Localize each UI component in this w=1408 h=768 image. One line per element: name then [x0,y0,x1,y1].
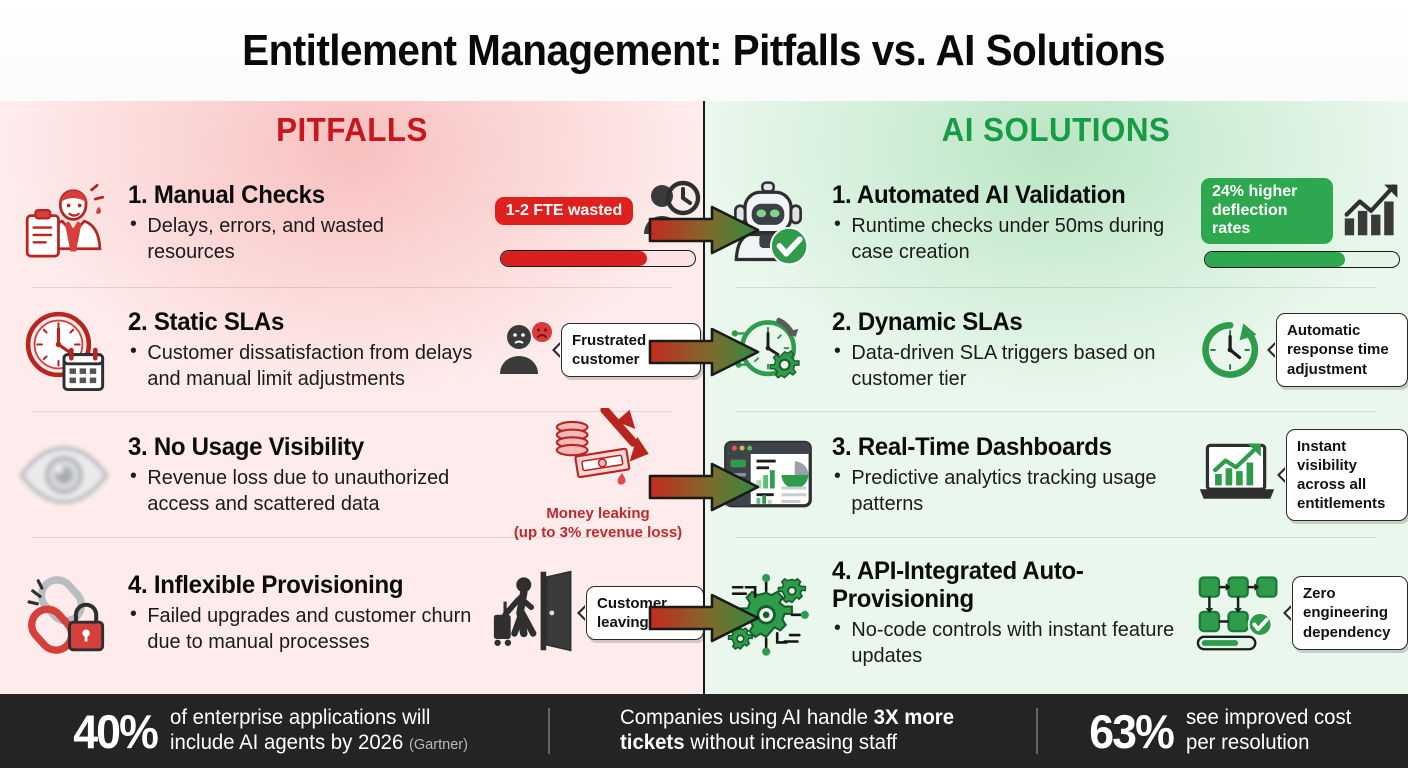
title-bar: Entitlement Management: Pitfalls vs. AI … [0,0,1408,101]
ai-robot-check-icon [704,158,832,288]
center-divider [703,101,705,694]
smart-clock-gear-icon [704,288,832,412]
solution-bullet-4: No-code controls with instant feature up… [832,616,1179,669]
solution-viz-3: Instant visibility across all entitlemen… [1196,412,1408,538]
solutions-heading: AI SOLUTIONS [941,111,1171,148]
pitfall-viz-2: Frustrated customer [492,288,704,412]
row-separator [736,287,1376,288]
pitfall-viz-4: Customer leaving [492,538,704,688]
broken-chain-lock-icon [0,538,128,688]
clock-refresh-icon [1196,313,1268,388]
workflow-nodes-check-icon [1196,571,1284,656]
solution-text-2: 2. Dynamic SLAsData-driven SLA triggers … [832,308,1196,392]
money-leaking-down-arrow-icon [545,405,651,501]
pitfall-progress-bar-1 [500,249,696,267]
row-separator [32,287,672,288]
pitfall-row-1: 1. Manual ChecksDelays, errors, and wast… [0,158,704,288]
solution-viz-4: Zero engineering dependency [1196,538,1408,688]
solution-text-3: 3. Real-Time DashboardsPredictive analyt… [832,433,1196,517]
pitfall-heading-4: 4. Inflexible Provisioning [128,570,404,599]
footer-stat-3-number: 63% [1089,704,1175,758]
solution-text-4: 4. API-Integrated Auto-ProvisioningNo-co… [832,557,1196,669]
solution-row-4: 4. API-Integrated Auto-ProvisioningNo-co… [704,538,1408,688]
row-separator [32,411,672,412]
solution-badge-1: 24% higher deflection rates [1201,177,1333,245]
solution-heading-3: 3. Real-Time Dashboards [832,432,1112,461]
solution-heading-2: 2. Dynamic SLAs [832,307,1023,336]
pitfall-row-4: 4. Inflexible ProvisioningFailed upgrade… [0,538,704,688]
solution-row-3: 3. Real-Time DashboardsPredictive analyt… [704,412,1408,538]
row-separator [736,411,1376,412]
solution-progress-bar-1 [1204,251,1400,269]
solution-row-1: 1. Automated AI ValidationRuntime checks… [704,158,1408,288]
row-separator [736,537,1376,538]
caption-line-2: (up to 3% revenue loss) [513,523,683,541]
pitfall-text-1: 1. Manual ChecksDelays, errors, and wast… [128,181,492,265]
pitfalls-column: PITFALLS 1. Manual ChecksDelays, errors,… [0,101,704,694]
pitfall-row-3: 3. No Usage VisibilityRevenue loss due t… [0,405,704,541]
connector-arrow-2 [648,327,760,377]
solution-heading-1: 1. Automated AI Validation [832,180,1126,209]
caption-line-1: Money leaking [546,505,650,523]
pitfall-text-3: 3. No Usage VisibilityRevenue loss due t… [128,433,492,517]
row-separator [32,537,672,538]
stressed-worker-clipboard-icon [0,158,128,288]
pitfall-badge-1: 1-2 FTE wasted [494,196,634,226]
growth-bar-chart-icon [1341,180,1403,243]
connector-arrow-3 [648,462,760,512]
pitfall-row-2: 2. Static SLAsCustomer dissatisfaction f… [0,288,704,412]
pitfall-heading-3: 3. No Usage Visibility [128,432,364,461]
pitfall-heading-1: 1. Manual Checks [128,180,325,209]
pitfall-text-2: 2. Static SLAsCustomer dissatisfaction f… [128,308,492,392]
connector-arrow-1 [648,205,760,255]
eye-blurred-icon [0,412,128,538]
laptop-growth-chart-icon [1196,439,1278,512]
solution-callout-4: Zero engineering dependency [1283,576,1408,650]
solution-viz-1: 24% higher deflection rates [1196,158,1408,288]
clock-calendar-icon [0,288,128,412]
pitfall-callout-2: Frustrated customer [552,322,701,378]
connector-arrow-4 [648,593,760,643]
footer-stat-1-number: 40% [73,704,159,758]
pitfall-callout-4: Customer leaving [577,585,704,641]
solution-text-1: 1. Automated AI ValidationRuntime checks… [832,181,1196,265]
pitfall-heading-2: 2. Static SLAs [128,307,285,336]
page-title: Entitlement Management: Pitfalls vs. AI … [242,25,1166,75]
pitfall-bullet-3: Revenue loss due to unauthorized access … [128,464,475,517]
comparison-columns: PITFALLS 1. Manual ChecksDelays, errors,… [0,101,1408,694]
solution-bullet-1: Runtime checks under 50ms during case cr… [832,212,1179,265]
solution-callout-3: Instant visibility across all entitlemen… [1277,428,1408,522]
solution-callout-2: Automatic response time adjustment [1267,313,1408,387]
solution-bullet-3: Predictive analytics tracking usage patt… [832,464,1179,517]
pitfall-caption-3: Money leaking(up to 3% revenue loss) [514,505,682,542]
pitfall-viz-3: Money leaking(up to 3% revenue loss) [492,405,704,541]
pitfall-bullet-2: Customer dissatisfaction from delays and… [128,339,475,392]
solution-bullet-2: Data-driven SLA triggers based on custom… [832,339,1179,392]
pitfall-bullet-4: Failed upgrades and customer churn due t… [128,602,475,655]
pitfalls-heading: PITFALLS [276,111,428,148]
solution-heading-4: 4. API-Integrated Auto-Provisioning [832,556,1084,613]
solution-row-2: 2. Dynamic SLAsData-driven SLA triggers … [704,288,1408,412]
pitfall-text-4: 4. Inflexible ProvisioningFailed upgrade… [128,571,492,655]
solution-viz-2: Automatic response time adjustment [1196,288,1408,412]
person-exiting-door-icon [492,568,578,659]
sad-customer-icon [495,320,553,381]
pitfall-bullet-1: Delays, errors, and wasted resources [128,212,475,265]
solutions-column: AI SOLUTIONS 1. Automated AI ValidationR… [704,101,1408,694]
